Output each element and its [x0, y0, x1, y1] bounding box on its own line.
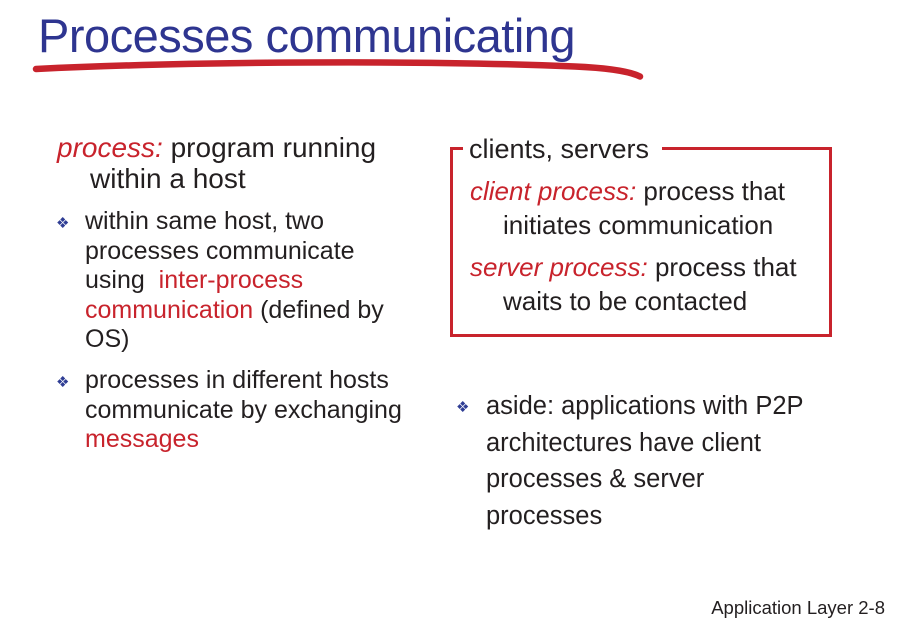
clients-servers-box-label: clients, servers: [463, 133, 663, 166]
diamond-bullet-icon: ❖: [56, 374, 70, 391]
diamond-bullet-icon: ❖: [56, 215, 70, 232]
slide-title: Processes communicating: [38, 9, 576, 62]
footer-page-label: Application Layer 2-8: [711, 597, 885, 618]
diamond-bullet-icon: ❖: [456, 399, 470, 416]
clients-servers-box: clients, servers client process: process…: [450, 133, 832, 337]
red-underline-swoosh-icon: [32, 59, 644, 80]
